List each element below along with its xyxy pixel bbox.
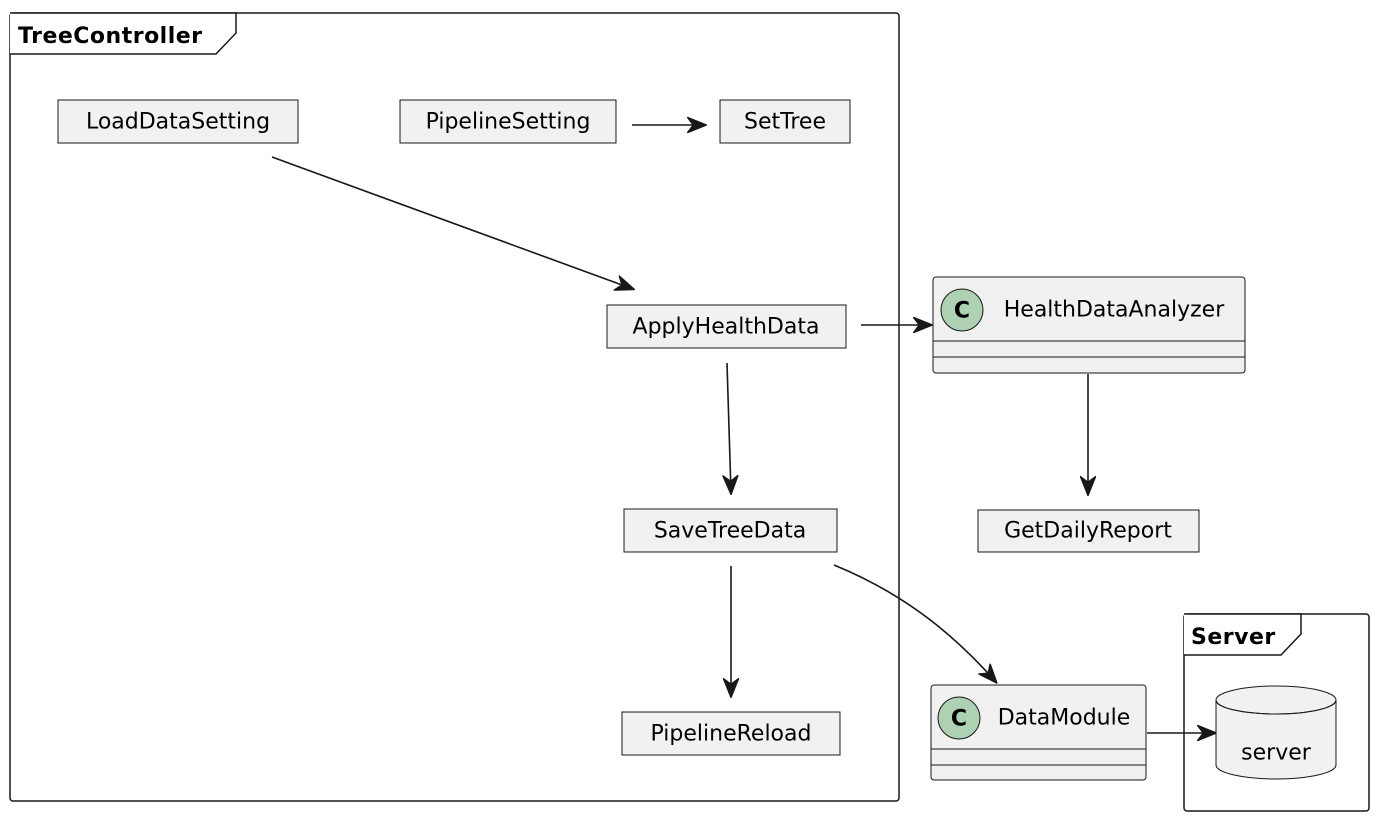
node-load-data-setting-label: LoadDataSetting xyxy=(86,110,270,135)
class-stereotype-letter: C xyxy=(951,707,967,732)
node-get-daily-report-label: GetDailyReport xyxy=(1004,519,1172,544)
edge-applyhealthdata-savetreedata xyxy=(727,362,731,493)
class-stereotype-icon xyxy=(937,696,981,740)
node-pipeline-reload-label: PipelineReload xyxy=(651,722,812,747)
node-get-daily-report-box xyxy=(977,509,1200,553)
class-data-module-box xyxy=(930,684,1147,781)
node-set-tree-box xyxy=(719,99,851,144)
package-tree-controller-title: TreeController xyxy=(18,24,203,49)
node-pipeline-reload[interactable]: PipelineReload xyxy=(621,711,841,756)
package-tree-controller-tab xyxy=(10,12,237,55)
node-apply-health-data[interactable]: ApplyHealthData xyxy=(606,304,847,349)
class-stereotype-icon xyxy=(940,288,984,332)
class-health-data-analyzer[interactable]: C HealthDataAnalyzer xyxy=(932,276,1246,374)
node-load-data-setting[interactable]: LoadDataSetting xyxy=(57,99,299,144)
class-data-module-name: DataModule xyxy=(998,706,1131,731)
node-pipeline-setting-label: PipelineSetting xyxy=(426,110,591,135)
package-tree-controller-frame xyxy=(9,12,900,802)
edge-savetreedata-datamodule xyxy=(833,564,996,682)
database-server-label: server xyxy=(1241,741,1312,766)
package-tree-controller: TreeController xyxy=(9,12,900,802)
class-data-module[interactable]: C DataModule xyxy=(930,684,1147,781)
class-health-data-analyzer-name: HealthDataAnalyzer xyxy=(1004,298,1225,323)
node-save-tree-data[interactable]: SaveTreeData xyxy=(623,508,838,553)
node-save-tree-data-label: SaveTreeData xyxy=(654,519,806,544)
package-server-tab xyxy=(1184,613,1302,656)
node-load-data-setting-box xyxy=(57,99,299,144)
database-server-rim xyxy=(1215,699,1337,715)
node-save-tree-data-box xyxy=(623,508,838,553)
class-health-data-analyzer-box xyxy=(932,276,1246,374)
node-set-tree[interactable]: SetTree xyxy=(719,99,851,144)
edges xyxy=(271,125,1215,733)
node-pipeline-reload-box xyxy=(621,711,841,756)
node-get-daily-report[interactable]: GetDailyReport xyxy=(977,509,1200,553)
node-pipeline-setting-box xyxy=(399,99,617,144)
database-server[interactable]: server xyxy=(1215,685,1337,780)
node-set-tree-label: SetTree xyxy=(744,110,826,135)
edge-loaddatasetting-applyhealthdata xyxy=(271,156,633,289)
package-server-title: Server xyxy=(1191,625,1276,650)
node-apply-health-data-box xyxy=(606,304,847,349)
database-server-body xyxy=(1215,700,1337,780)
class-stereotype-letter: C xyxy=(954,299,970,324)
node-pipeline-setting[interactable]: PipelineSetting xyxy=(399,99,617,144)
node-apply-health-data-label: ApplyHealthData xyxy=(633,315,820,340)
